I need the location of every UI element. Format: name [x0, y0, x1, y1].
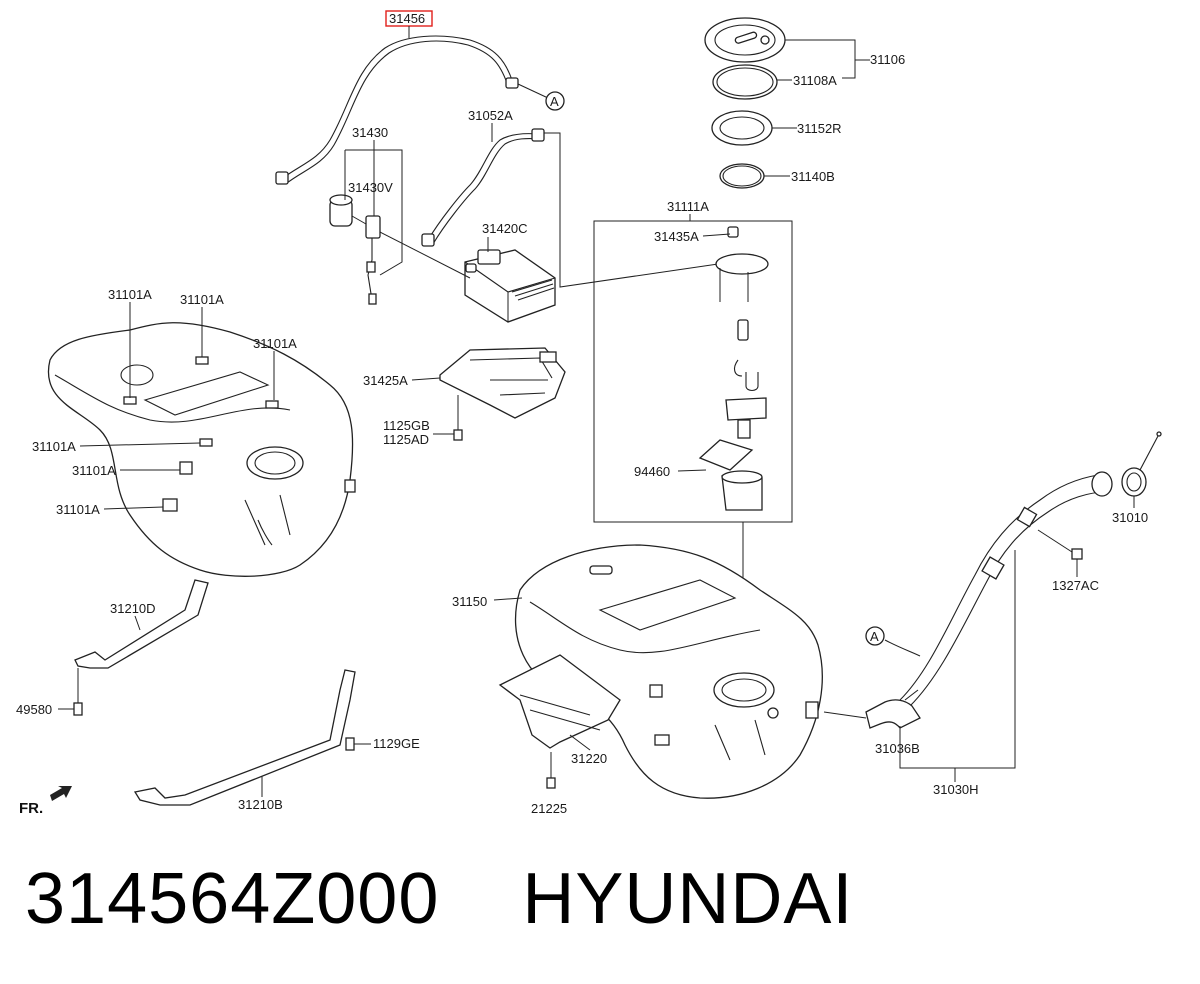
fuel-cap-31010 [1121, 431, 1162, 497]
tank-band-31210d [74, 579, 209, 669]
label-31030h: 31030H [933, 782, 979, 797]
sender-cover-plate-31106 [704, 17, 786, 63]
label-31010: 31010 [1112, 510, 1148, 525]
label-1327ac: 1327AC [1052, 578, 1099, 593]
label-1125gb: 1125GB [383, 418, 430, 433]
label-1129ge: 1129GE [373, 736, 420, 751]
lock-ring-31152r [711, 110, 773, 146]
label-31101a-3: 31101A [253, 336, 297, 351]
fuel-pump-module-parts [698, 226, 769, 511]
bolt-1129ge [345, 737, 355, 751]
heat-shield-31220 [498, 654, 621, 749]
label-31101a-5: 31101A [72, 463, 116, 478]
pump-module-box-31111a [593, 220, 793, 523]
label-31111a: 31111A [667, 199, 709, 214]
part-caption: 314564Z000 HYUNDAI [25, 858, 1185, 958]
label-31140b: 31140B [791, 169, 835, 184]
fuel-tank-upper-left [47, 322, 356, 577]
label-31036b: 31036B [875, 741, 920, 756]
label-31052a: 31052A [468, 108, 513, 123]
label-31456: 31456 [389, 11, 425, 26]
label-31210d: 31210D [110, 601, 156, 616]
bolt-49580 [73, 668, 83, 716]
label-31430: 31430 [352, 125, 388, 140]
label-31425a: 31425A [363, 373, 408, 388]
vapor-hose-31456 [275, 35, 549, 185]
vapor-hose-31052a [421, 128, 545, 247]
label-21225: 21225 [531, 801, 567, 816]
front-arrow-icon [50, 786, 72, 801]
label-94460: 94460 [634, 464, 670, 479]
o-ring-31140b [719, 163, 765, 189]
purge-control-valve-31430 [329, 194, 381, 305]
label-31430v: 31430V [348, 180, 393, 195]
label-31152r: 31152R [797, 121, 842, 136]
filler-hose-31036b [865, 689, 921, 729]
label-31101a-1: 31101A [108, 287, 152, 302]
bolt-21225 [546, 752, 556, 789]
label-31101a-6: 31101A [56, 502, 100, 517]
fuel-tank-31150 [515, 544, 823, 799]
marker-a-bottom-text: A [870, 629, 879, 644]
canister-bracket-31425a [439, 347, 566, 419]
label-49580: 49580 [16, 702, 52, 717]
label-1125ad: 1125AD [383, 432, 429, 447]
part-number: 314564Z000 [25, 859, 440, 939]
tank-band-31210b [133, 669, 356, 806]
label-31101a-2: 31101A [180, 292, 224, 307]
label-31150: 31150 [452, 594, 487, 609]
brand-name: HYUNDAI [522, 859, 854, 939]
filler-neck-31030h [884, 471, 1113, 707]
marker-a-top [545, 91, 565, 111]
gasket-31108a [712, 64, 778, 100]
label-31210b: 31210B [238, 797, 283, 812]
label-31435a: 31435A [654, 229, 699, 244]
label-31420c: 31420C [482, 221, 528, 236]
label-31220: 31220 [571, 751, 607, 766]
label-31101a-4: 31101A [32, 439, 76, 454]
bolt-1125gb [453, 395, 463, 441]
canister-31420c [464, 249, 556, 323]
label-31108a: 31108A [793, 73, 837, 88]
marker-a-top-text: A [550, 94, 559, 109]
fuel-system-parts-diagram: 31456 A 31430 31430V 31052A 31420C [16, 10, 1162, 817]
nut-1327ac [1071, 548, 1083, 560]
marker-a-bottom [865, 626, 885, 646]
label-31106: 31106 [870, 52, 905, 67]
front-direction-label: FR. [19, 800, 43, 817]
